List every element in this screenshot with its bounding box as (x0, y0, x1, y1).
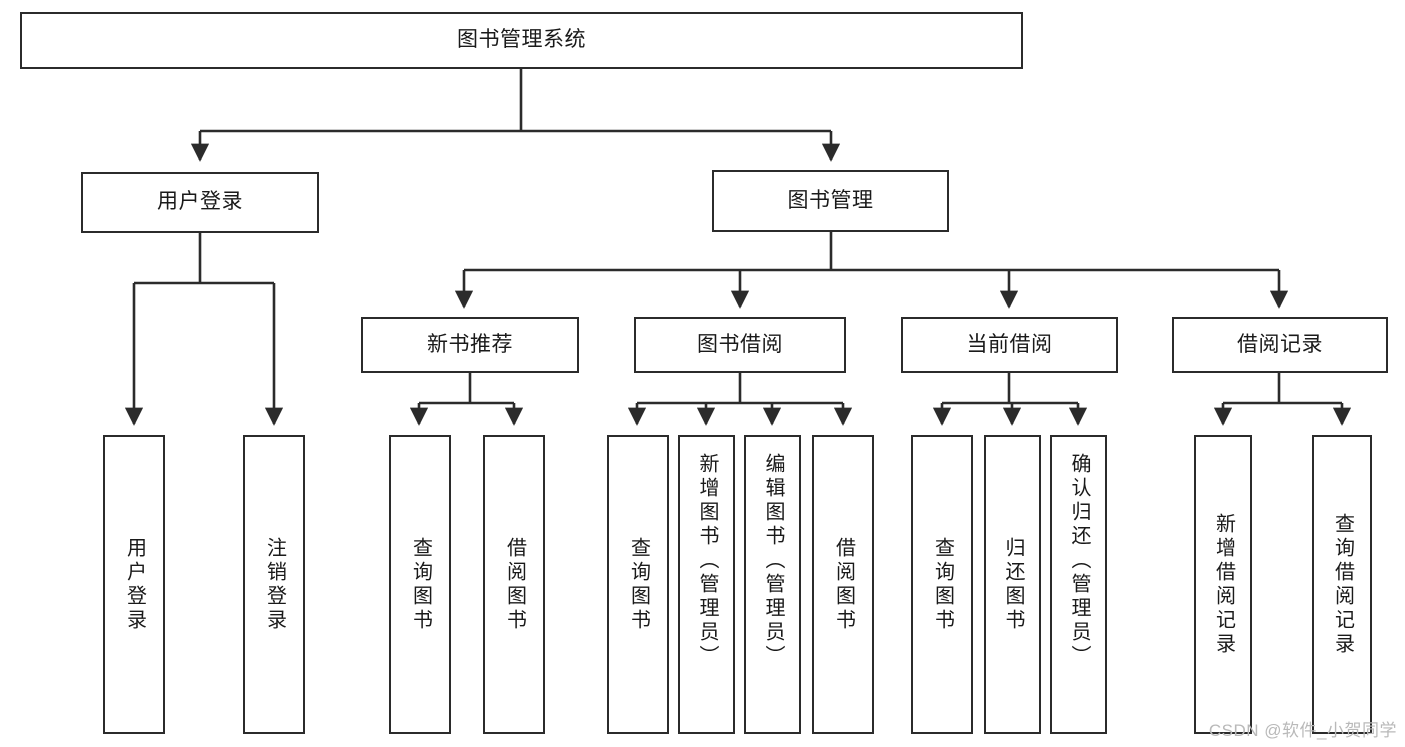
node-book-borrow[interactable]: 图书借阅 (634, 317, 846, 373)
node-current-borrow[interactable]: 当前借阅 (901, 317, 1118, 373)
leaf-add-book-admin[interactable]: 新增图书（管理员） (678, 435, 735, 734)
leaf-query-book-current[interactable]: 查询图书 (911, 435, 973, 734)
watermark: CSDN @软件_小贺同学 (1208, 721, 1397, 740)
leaf-user-logout[interactable]: 注销登录 (243, 435, 305, 734)
node-new-book-recommend[interactable]: 新书推荐 (361, 317, 579, 373)
leaf-query-borrow-record[interactable]: 查询借阅记录 (1312, 435, 1372, 734)
leaf-return-book[interactable]: 归还图书 (984, 435, 1041, 734)
leaf-borrow-book-recommend[interactable]: 借阅图书 (483, 435, 545, 734)
node-borrow-record[interactable]: 借阅记录 (1172, 317, 1388, 373)
leaf-confirm-return-admin[interactable]: 确认归还（管理员） (1050, 435, 1107, 734)
leaf-query-book-recommend[interactable]: 查询图书 (389, 435, 451, 734)
node-book-management-module[interactable]: 图书管理 (712, 170, 949, 232)
leaf-user-login[interactable]: 用户登录 (103, 435, 165, 734)
node-user-login-module[interactable]: 用户登录 (81, 172, 319, 233)
leaf-add-borrow-record[interactable]: 新增借阅记录 (1194, 435, 1252, 734)
leaf-query-book-borrow[interactable]: 查询图书 (607, 435, 669, 734)
node-root[interactable]: 图书管理系统 (20, 12, 1023, 69)
leaf-borrow-book[interactable]: 借阅图书 (812, 435, 874, 734)
leaf-edit-book-admin[interactable]: 编辑图书（管理员） (744, 435, 801, 734)
